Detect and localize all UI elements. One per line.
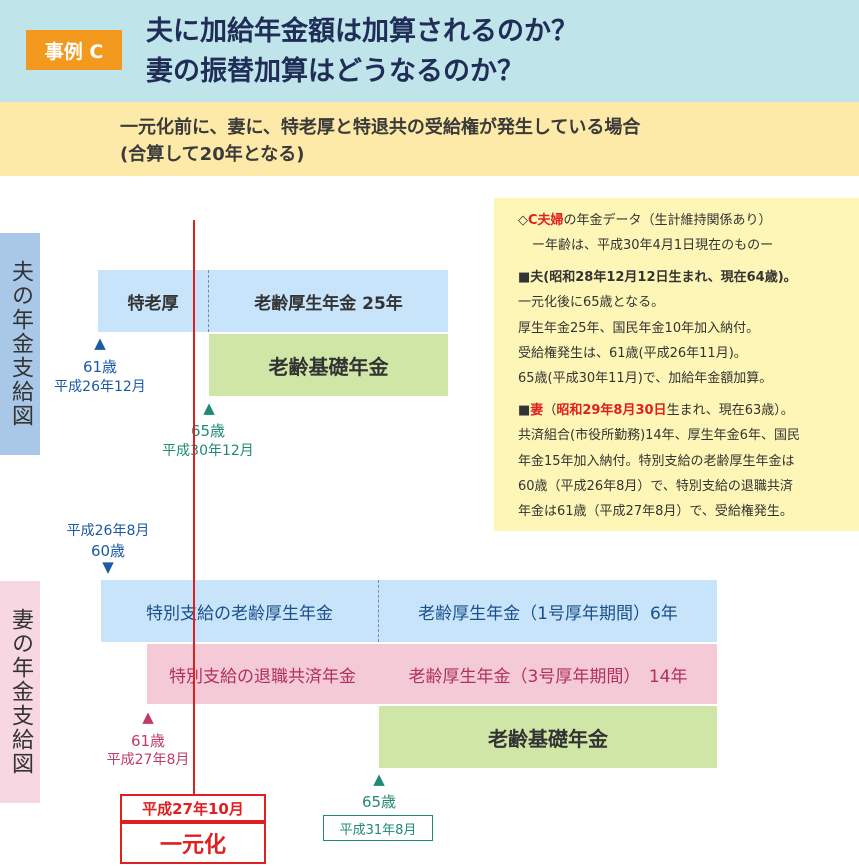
ichigenka-date: 平成27年10月 <box>120 794 266 822</box>
wife-61-date: 平成27年8月 <box>106 752 190 768</box>
subheader-band <box>0 102 859 176</box>
husband-61-age: 61歳 <box>82 358 118 376</box>
info-wife-label: 妻 <box>530 402 544 418</box>
wife-61-age: 61歳 <box>130 732 166 750</box>
ichigenka-red-line <box>193 220 195 795</box>
husband-dashed-divider <box>208 270 209 332</box>
info-line-1: ◇C夫婦の年金データ（生計維持関係あり） <box>518 208 845 233</box>
husband-61-triangle-icon: ▲ <box>94 334 106 352</box>
wife-65-age: 65歳 <box>361 793 397 811</box>
husband-65-date: 平成30年12月 <box>162 443 254 459</box>
info-line-8: ■妻（昭和29年8月30日生まれ、現在63歳）。 <box>518 398 845 423</box>
info-line-9: 共済組合(市役所勤務)14年、厚生年金6年、国民 <box>518 428 800 444</box>
wife-dashed-divider <box>378 580 379 642</box>
info-panel: ◇C夫婦の年金データ（生計維持関係あり） ー年齢は、平成30年4月1日現在のもの… <box>494 198 859 531</box>
info-couple-name: C夫婦 <box>528 213 564 228</box>
wife-tokubetsu-kosei-label: 特別支給の老齢厚生年金 <box>146 603 333 624</box>
husband-kiso-bar: 老齢基礎年金 <box>209 334 448 396</box>
title-line-2: 妻の振替加算はどうなるのか？ <box>146 56 524 87</box>
subtitle: 一元化前に、妻に、特老厚と特退共の受給権が発生している場合 (合算して20年とな… <box>120 114 840 168</box>
info-line-6: 受給権発生は、61歳(平成26年11月)。 <box>518 346 747 362</box>
husband-61-date: 平成26年12月 <box>54 379 146 395</box>
wife-side-text: 妻の年金支給図 <box>8 608 33 776</box>
husband-side-label: 夫の年金支給図 <box>0 233 40 455</box>
info-line-2: ー年齢は、平成30年4月1日現在のものー <box>532 238 774 254</box>
title-line-1: 夫に加給年金額は加算されるのか？ <box>146 16 578 47</box>
subtitle-line-1: 一元化前に、妻に、特老厚と特退共の受給権が発生している場合 <box>120 117 641 138</box>
case-badge: 事例 C <box>26 30 122 70</box>
husband-blue-bar <box>98 270 448 332</box>
husband-tokurouko-label: 特老厚 <box>127 293 179 314</box>
info-line-12: 年金は61歳（平成27年8月）で、受給権発生。 <box>518 504 793 520</box>
wife-65-date-box: 平成31年8月 <box>323 815 433 841</box>
wife-pink-bar <box>147 644 717 704</box>
info-square: ■ <box>518 402 531 418</box>
wife-side-label: 妻の年金支給図 <box>0 581 40 803</box>
husband-side-text: 夫の年金支給図 <box>8 260 33 428</box>
info-diamond: ◇ <box>518 213 528 228</box>
page-title: 夫に加給年金額は加算されるのか？ 妻の振替加算はどうなるのか？ <box>146 12 846 92</box>
wife-kiso-bar: 老齢基礎年金 <box>379 706 717 768</box>
husband-65-age: 65歳 <box>190 422 226 440</box>
info-title-rest: の年金データ（生計維持関係あり） <box>563 213 772 228</box>
wife-kyosai-label: 特別支給の退職共済年金 <box>169 666 356 687</box>
ichigenka-label: 一元化 <box>120 822 266 864</box>
wife-kosei-1go-label: 老齢厚生年金（1号厚年期間）6年 <box>418 603 678 624</box>
wife-60-triangle-icon: ▼ <box>102 558 114 576</box>
wife-65-triangle-icon: ▲ <box>373 770 385 788</box>
info-line-5: 厚生年金25年、国民年金10年加入納付。 <box>518 320 760 336</box>
wife-blue-bar <box>101 580 717 642</box>
info-line-10: 年金15年加入納付。特別支給の老齢厚生年金は <box>518 453 795 469</box>
info-line-7: 65歳(平成30年11月)で、加給年金額加算。 <box>518 371 773 387</box>
wife-60-date: 平成26年8月 <box>66 523 150 539</box>
info-line-11: 60歳（平成26年8月）で、特別支給の退職共済 <box>518 479 793 495</box>
info-wife-rest: 生まれ、現在63歳）。 <box>666 402 794 418</box>
wife-kosei-3go-label: 老齢厚生年金（3号厚年期間） 14年 <box>408 666 688 687</box>
info-line-4: 一元化後に65歳となる。 <box>518 295 665 311</box>
info-wife-birth: 昭和29年8月30日 <box>556 402 667 418</box>
wife-61-triangle-icon: ▲ <box>142 708 154 726</box>
wife-60-age: 60歳 <box>90 542 126 560</box>
info-paren: （ <box>543 402 557 418</box>
husband-roureikosei-label: 老齢厚生年金 25年 <box>254 293 403 314</box>
subtitle-line-2: (合算して20年となる) <box>120 144 305 165</box>
husband-65-triangle-icon: ▲ <box>203 399 215 417</box>
header-band <box>0 0 859 102</box>
info-line-3: ■夫(昭和28年12月12日生まれ、現在64歳)。 <box>518 269 797 285</box>
